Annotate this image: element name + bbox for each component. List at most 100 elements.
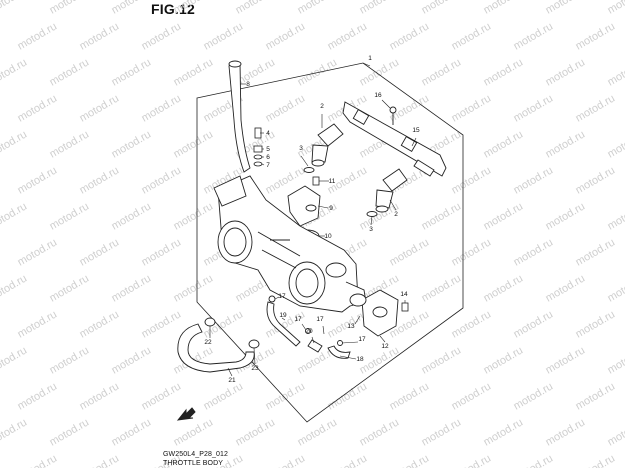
watermark-text: motod.ru xyxy=(48,56,92,88)
watermark-text: motod.ru xyxy=(358,416,402,448)
callout-leader-line xyxy=(253,347,256,365)
watermark-text: motod.ru xyxy=(202,380,246,412)
callout-leader-line xyxy=(317,205,329,209)
callout-number-9: 9 xyxy=(329,205,333,212)
watermark-text: motod.ru xyxy=(482,416,526,448)
watermark-text: motod.ru xyxy=(48,344,92,376)
callout-leader-line xyxy=(341,341,359,344)
watermark-text: motod.ru xyxy=(110,56,154,88)
watermark-text: motod.ru xyxy=(110,200,154,232)
watermark-text: motod.ru xyxy=(110,0,154,17)
watermark-text: motod.ru xyxy=(420,0,464,17)
watermark-text: motod.ru xyxy=(0,0,29,17)
watermark-text: motod.ru xyxy=(48,416,92,448)
watermark-text: motod.ru xyxy=(172,128,216,160)
watermark-text: motod.ru xyxy=(326,20,370,52)
watermark-text: motod.ru xyxy=(140,308,184,340)
watermark-text: motod.ru xyxy=(78,20,122,52)
watermark-text: motod.ru xyxy=(450,236,494,268)
watermark-text: motod.ru xyxy=(16,164,60,196)
watermark-text: motod.ru xyxy=(482,272,526,304)
part-21-hose xyxy=(177,317,260,373)
watermark-text: motod.ru xyxy=(606,128,625,160)
watermark-text: motod.ru xyxy=(110,344,154,376)
watermark-text: motod.ru xyxy=(78,380,122,412)
watermark-text: motod.ru xyxy=(512,308,556,340)
part-1-fuel-rail xyxy=(342,101,447,177)
watermark-text: motod.ru xyxy=(482,344,526,376)
watermark-text: motod.ru xyxy=(110,128,154,160)
diagram-model-code: GW250L4_P28_012 xyxy=(163,451,228,458)
watermark-text: motod.ru xyxy=(450,164,494,196)
watermark-text: motod.ru xyxy=(264,452,308,468)
watermark-text: motod.ru xyxy=(450,20,494,52)
callout-number-21: 21 xyxy=(228,377,236,384)
watermark-text: motod.ru xyxy=(544,416,588,448)
watermark-text: motod.ru xyxy=(140,164,184,196)
callout-leader-line xyxy=(362,62,371,67)
watermark-text: motod.ru xyxy=(606,344,625,376)
watermark-text: motod.ru xyxy=(512,20,556,52)
callout-leader-line xyxy=(411,137,417,147)
watermark-text: motod.ru xyxy=(264,92,308,124)
watermark-text: motod.ru xyxy=(16,380,60,412)
watermark-text: motod.ru xyxy=(296,416,340,448)
watermark-text: motod.ru xyxy=(606,0,625,17)
watermark-text: motod.ru xyxy=(78,308,122,340)
watermark-text: motod.ru xyxy=(574,308,618,340)
watermark-text: motod.ru xyxy=(512,92,556,124)
watermark-text: motod.ru xyxy=(78,236,122,268)
watermark-text: motod.ru xyxy=(574,92,618,124)
watermark-text: motod.ru xyxy=(0,56,29,88)
watermark-text: motod.ru xyxy=(574,164,618,196)
callout-leader-line xyxy=(322,325,325,335)
watermark-text: motod.ru xyxy=(358,344,402,376)
watermark-text: motod.ru xyxy=(0,200,29,232)
callout-number-19: 19 xyxy=(279,312,287,319)
watermark-text: motod.ru xyxy=(482,128,526,160)
callout-number-2: 2 xyxy=(394,211,398,218)
watermark-text: motod.ru xyxy=(388,20,432,52)
watermark-text: motod.ru xyxy=(234,416,278,448)
watermark-text: motod.ru xyxy=(512,380,556,412)
watermark-text: motod.ru xyxy=(172,56,216,88)
watermark-text: motod.ru xyxy=(606,56,625,88)
callout-number-15: 15 xyxy=(412,127,420,134)
watermark-text: motod.ru xyxy=(140,92,184,124)
callout-number-17: 17 xyxy=(294,316,302,323)
watermark-text: motod.ru xyxy=(48,272,92,304)
callout-leader-line xyxy=(379,335,386,343)
watermark-text: motod.ru xyxy=(450,92,494,124)
watermark-text: motod.ru xyxy=(234,0,278,17)
watermark-text: motod.ru xyxy=(16,452,60,468)
callout-number-17: 17 xyxy=(358,336,366,343)
watermark-text: motod.ru xyxy=(482,0,526,17)
watermark-text: motod.ru xyxy=(172,200,216,232)
front-direction-arrow-icon xyxy=(176,407,196,421)
callout-leader-line xyxy=(301,323,307,331)
watermark-text: motod.ru xyxy=(450,452,494,468)
callout-leader-line xyxy=(389,199,397,211)
watermark-text: motod.ru xyxy=(16,20,60,52)
watermark-text: motod.ru xyxy=(16,92,60,124)
watermark-text: motod.ru xyxy=(172,0,216,17)
watermark-text: motod.ru xyxy=(110,416,154,448)
watermark-text: motod.ru xyxy=(420,344,464,376)
callout-leader-line xyxy=(261,163,265,166)
callout-number-18: 18 xyxy=(356,356,364,363)
part-14-screw xyxy=(401,302,409,312)
callout-leader-line xyxy=(370,215,373,226)
part-2-injector-upper xyxy=(311,123,344,167)
watermark-text: motod.ru xyxy=(420,200,464,232)
callout-number-2: 2 xyxy=(320,103,324,110)
watermark-text: motod.ru xyxy=(574,236,618,268)
watermark-text: motod.ru xyxy=(388,452,432,468)
callout-leader-line xyxy=(227,367,233,377)
callout-number-22: 22 xyxy=(204,339,212,346)
watermark-text: motod.ru xyxy=(606,200,625,232)
part-8-vent-hose xyxy=(228,60,251,173)
watermark-text: motod.ru xyxy=(264,20,308,52)
callout-number-8: 8 xyxy=(246,81,250,88)
watermark-text: motod.ru xyxy=(326,452,370,468)
